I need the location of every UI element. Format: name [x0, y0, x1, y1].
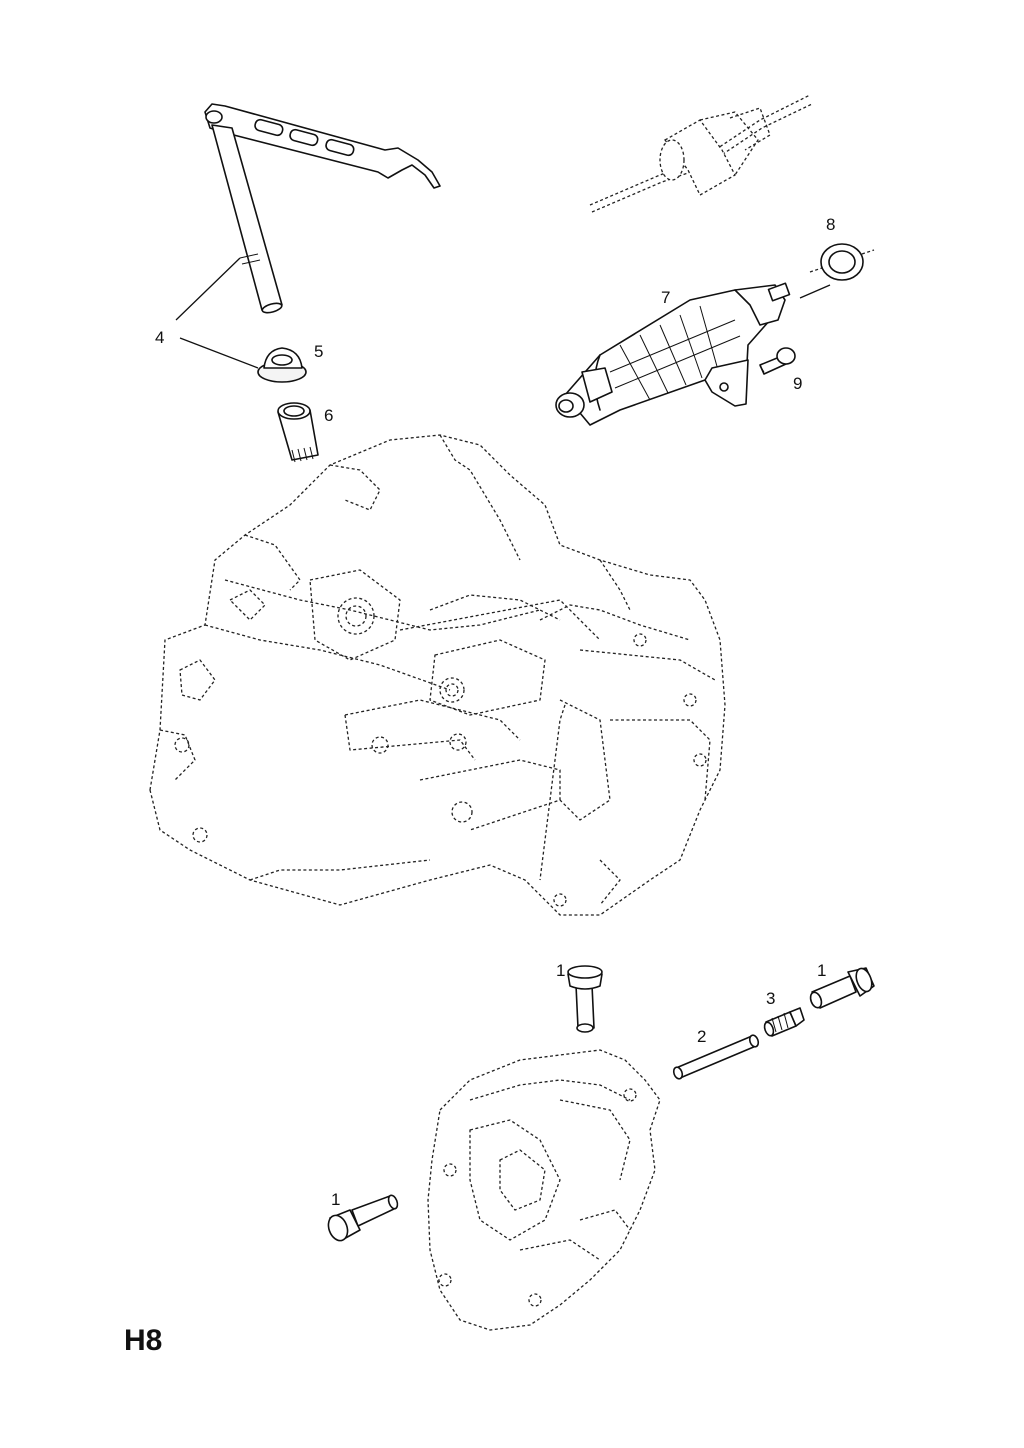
callout-label-2: 2 — [697, 1027, 706, 1046]
seal-part-5 — [257, 347, 307, 383]
callout-label-8: 8 — [826, 215, 835, 234]
bushing-part-6 — [277, 402, 319, 463]
end-cover-phantom — [427, 1049, 661, 1331]
o-ring-part-8 — [809, 243, 875, 281]
rod-part-2 — [672, 1034, 760, 1080]
callout-label-1a: 1 — [556, 961, 565, 980]
speedometer-cable-phantom — [589, 94, 813, 213]
spring-part-3 — [763, 1007, 805, 1037]
dowel-pin-part-1a — [567, 965, 603, 1033]
leader-lines — [175, 257, 831, 369]
callout-label-1b: 1 — [817, 961, 826, 980]
callout-label-9: 9 — [793, 374, 802, 393]
callout-label-6: 6 — [324, 406, 333, 425]
selector-shaft-part-4 — [204, 103, 441, 314]
callout-label-7: 7 — [661, 288, 670, 307]
dowel-pin-part-1b — [809, 967, 875, 1009]
speedo-drive-part-7 — [555, 282, 791, 426]
callout-label-5: 5 — [314, 342, 323, 361]
page-code: H8 — [124, 1324, 162, 1357]
callout-label-4: 4 — [155, 328, 164, 347]
dowel-pin-part-1c — [327, 1194, 399, 1242]
transmission-housing-phantom — [149, 434, 726, 916]
bolt-part-9 — [759, 347, 796, 375]
callout-label-3: 3 — [766, 989, 775, 1008]
callout-label-1c: 1 — [331, 1190, 340, 1209]
